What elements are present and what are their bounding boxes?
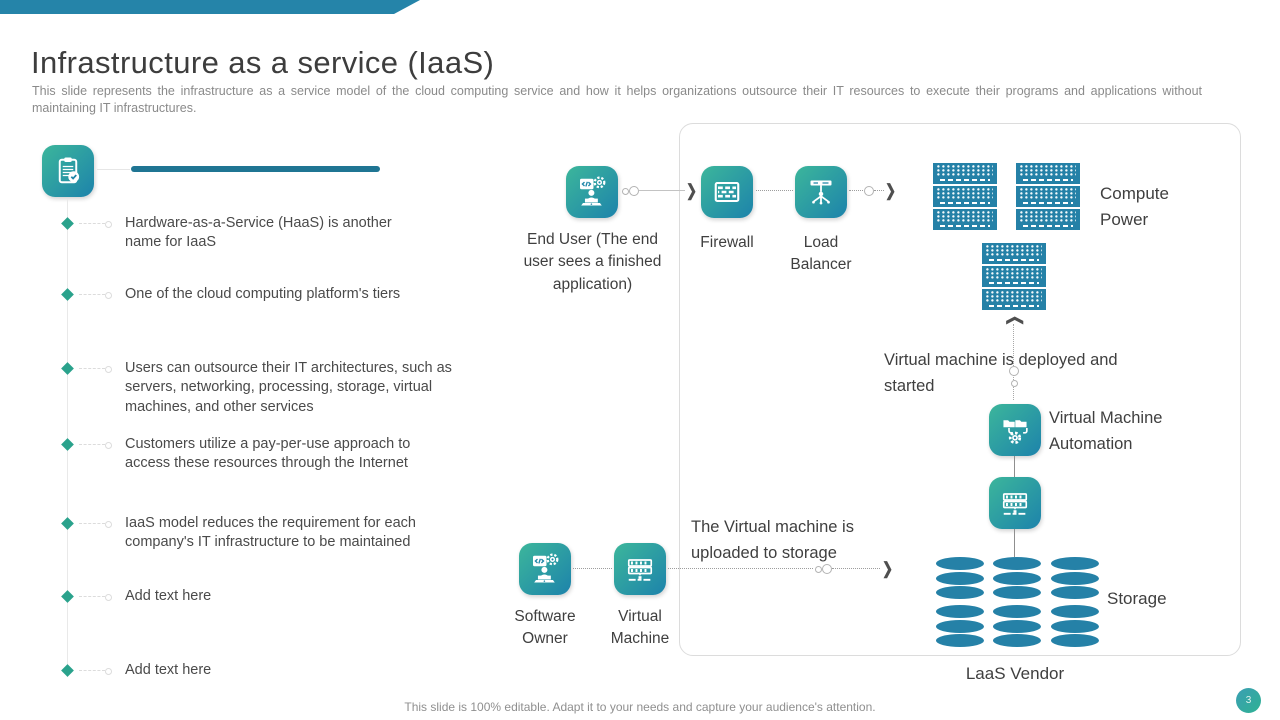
vm-deployed-note: Virtual machine is deployed and started bbox=[884, 351, 1118, 395]
vm-automation-icon bbox=[989, 404, 1041, 456]
firewall-icon bbox=[701, 166, 753, 218]
storage-label: Storage bbox=[1107, 589, 1167, 608]
list-item: Add text here bbox=[61, 661, 325, 680]
diamond-bullet-icon bbox=[61, 217, 74, 230]
connector-line bbox=[1014, 456, 1015, 477]
dot-icon bbox=[629, 186, 639, 196]
list-item: Hardware-as-a-Service (HaaS) is another … bbox=[61, 214, 425, 253]
vm-upload-note: The Virtual machine is uploaded to stora… bbox=[691, 518, 854, 562]
dot-icon bbox=[105, 365, 112, 373]
dot-icon bbox=[1011, 380, 1018, 387]
top-accent-bar bbox=[0, 0, 420, 14]
bullet-text: Customers utilize a pay-per-use approach… bbox=[125, 436, 411, 472]
diamond-bullet-icon bbox=[61, 438, 74, 451]
dot-icon bbox=[815, 566, 822, 573]
dot-icon bbox=[105, 291, 112, 299]
list-item: IaaS model reduces the requirement for e… bbox=[61, 514, 445, 553]
database-icon bbox=[1051, 557, 1099, 601]
dash-lead bbox=[79, 444, 105, 445]
bullet-text: Hardware-as-a-Service (HaaS) is another … bbox=[125, 215, 392, 251]
database-icon bbox=[936, 557, 984, 601]
bullet-text: IaaS model reduces the requirement for e… bbox=[125, 515, 416, 551]
end-user-label: End User (The end user sees a finished a… bbox=[523, 231, 662, 293]
virtual-machine-icon bbox=[614, 543, 666, 595]
software-owner-label: Software Owner bbox=[514, 608, 576, 648]
page-number-badge: 3 bbox=[1236, 688, 1261, 713]
database-icon bbox=[993, 557, 1041, 601]
slide-subtitle: This slide represents the infrastructure… bbox=[32, 83, 1202, 115]
connector-dotted bbox=[573, 568, 612, 569]
connector-dotted bbox=[668, 568, 813, 569]
virtual-machine-label: Virtual Machine bbox=[610, 608, 670, 648]
arrow-right-icon bbox=[686, 184, 697, 197]
server-rack-icon bbox=[1016, 163, 1080, 230]
connector-dotted bbox=[832, 568, 880, 569]
compute-power-label: Compute Power bbox=[1100, 184, 1169, 230]
list-item: One of the cloud computing platform's ti… bbox=[61, 285, 455, 304]
end-user-icon bbox=[566, 166, 618, 218]
connector-dotted bbox=[849, 190, 863, 191]
load-balancer-icon bbox=[795, 166, 847, 218]
dot-icon bbox=[105, 520, 112, 528]
dash-lead bbox=[79, 670, 105, 671]
dot-icon bbox=[622, 188, 629, 195]
arrow-right-icon bbox=[885, 184, 896, 197]
connector-dotted-vertical bbox=[1013, 324, 1014, 400]
list-item: Customers utilize a pay-per-use approach… bbox=[61, 435, 445, 474]
connector-dotted bbox=[756, 190, 793, 191]
dash-lead bbox=[79, 368, 105, 369]
dot-icon bbox=[864, 186, 874, 196]
diamond-bullet-icon bbox=[61, 517, 74, 530]
database-icon bbox=[1051, 605, 1099, 649]
connector-dotted bbox=[874, 190, 884, 191]
server-rack-icon bbox=[982, 243, 1046, 310]
vm-automation-label: Virtual Machine Automation bbox=[1049, 409, 1163, 453]
dot-icon bbox=[105, 667, 112, 675]
dot-icon bbox=[105, 593, 112, 601]
dash-lead bbox=[79, 223, 105, 224]
connector-line bbox=[1014, 529, 1015, 557]
dash-lead bbox=[79, 294, 105, 295]
bullet-connector-line bbox=[67, 199, 68, 677]
database-icon bbox=[936, 605, 984, 649]
diamond-bullet-icon bbox=[61, 590, 74, 603]
software-owner-icon bbox=[519, 543, 571, 595]
diamond-bullet-icon bbox=[61, 362, 74, 375]
dot-icon bbox=[1009, 366, 1019, 376]
diagram-panel bbox=[679, 123, 1241, 656]
page-title: Infrastructure as a service (IaaS) bbox=[31, 44, 495, 80]
dash-lead bbox=[79, 596, 105, 597]
clipboard-check-icon bbox=[42, 145, 94, 197]
diamond-bullet-icon bbox=[61, 664, 74, 677]
bullet-text-placeholder: Add text here bbox=[125, 588, 212, 604]
server-rack-icon bbox=[933, 163, 997, 230]
list-item: Add text here bbox=[61, 587, 325, 606]
dot-icon bbox=[822, 564, 832, 574]
vendor-label: LaaS Vendor bbox=[965, 664, 1065, 683]
dot-icon bbox=[105, 441, 112, 449]
list-item: Users can outsource their IT architectur… bbox=[61, 359, 477, 417]
bullet-text: Users can outsource their IT architectur… bbox=[125, 360, 452, 415]
diamond-bullet-icon bbox=[61, 288, 74, 301]
bullet-text-placeholder: Add text here bbox=[125, 662, 212, 678]
virtual-machine-icon bbox=[989, 477, 1041, 529]
accent-rule bbox=[131, 166, 380, 172]
database-icon bbox=[993, 605, 1041, 649]
load-balancer-label: Load Balancer bbox=[790, 234, 852, 274]
dot-icon bbox=[105, 220, 112, 228]
connector-line bbox=[639, 190, 685, 191]
bullet-text: One of the cloud computing platform's ti… bbox=[125, 286, 401, 302]
divider bbox=[97, 169, 130, 170]
firewall-label: Firewall bbox=[700, 234, 754, 251]
dash-lead bbox=[79, 523, 105, 524]
footer-note: This slide is 100% editable. Adapt it to… bbox=[404, 700, 876, 714]
